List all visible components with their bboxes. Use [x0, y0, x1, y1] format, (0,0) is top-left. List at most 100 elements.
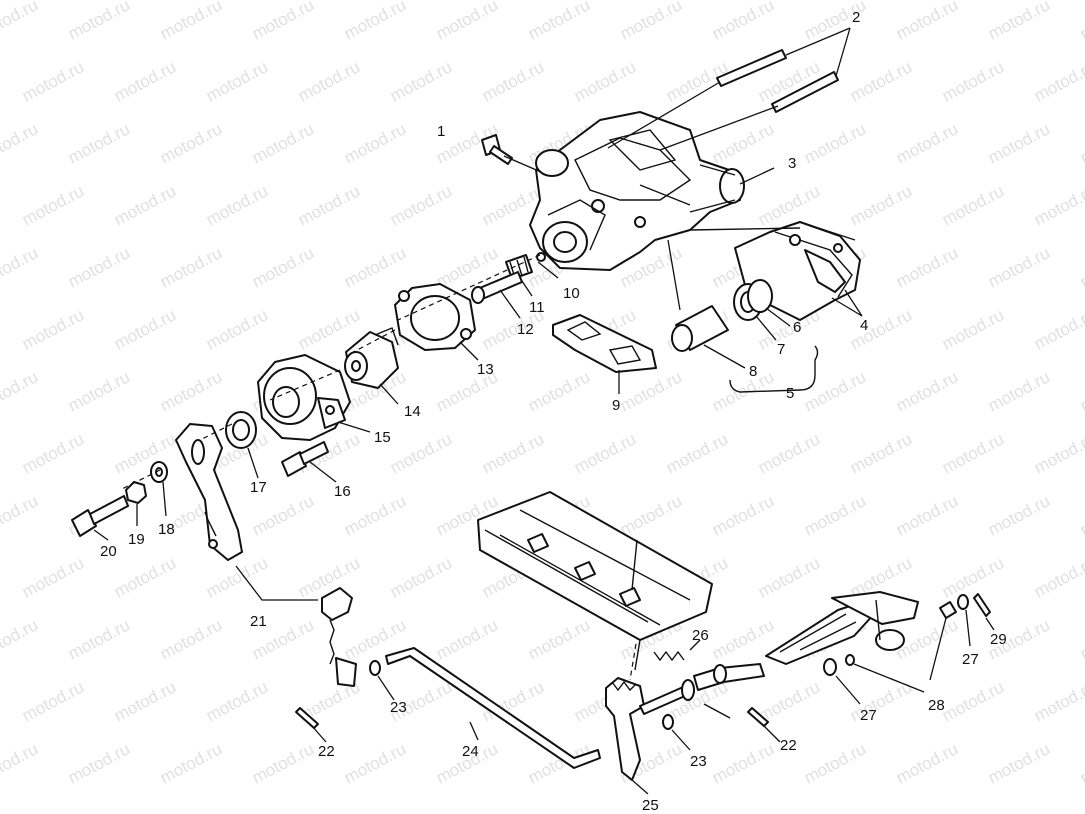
watermark-text: motod.ru: [1031, 305, 1085, 353]
watermark-layer: motod.ru motod.ru motod.ru motod.ru motod.ru…: [0, 0, 1085, 788]
callout-23-right: 23: [690, 753, 707, 770]
watermark-text: motod.ru: [847, 57, 915, 105]
watermark-text: motod.ru: [939, 305, 1007, 353]
watermark-text: motod.ru: [249, 491, 317, 539]
watermark-text: motod.ru: [19, 181, 87, 229]
callout-28: 28: [928, 697, 945, 714]
watermark-text: motod.ru: [801, 119, 869, 167]
watermark-text: motod.ru: [1077, 491, 1085, 539]
watermark-text: motod.ru: [111, 429, 179, 477]
watermark-text: motod.ru: [387, 429, 455, 477]
callout-2: 2: [852, 9, 860, 26]
watermark-text: motod.ru: [985, 0, 1053, 44]
callout-9: 9: [612, 397, 620, 414]
callout-10: 10: [563, 285, 580, 302]
watermark-text: motod.ru: [65, 0, 133, 44]
brake-pad: [552, 314, 657, 394]
watermark-text: motod.ru: [893, 243, 961, 291]
watermark-text: motod.ru: [985, 243, 1053, 291]
watermark-text: motod.ru: [341, 243, 409, 291]
watermark-text: motod.ru: [709, 119, 777, 167]
watermark-text: motod.ru: [111, 305, 179, 353]
watermark-text: motod.ru: [387, 181, 455, 229]
watermark-text: motod.ru: [1031, 677, 1085, 725]
watermark-text: motod.ru: [479, 57, 547, 105]
watermark-text: motod.ru: [19, 57, 87, 105]
callout-13: 13: [477, 361, 494, 378]
watermark-text: motod.ru: [65, 739, 133, 787]
callout-12: 12: [517, 321, 534, 338]
watermark-text: motod.ru: [801, 739, 869, 787]
callout-15: 15: [374, 429, 391, 446]
watermark-text: motod.ru: [801, 367, 869, 415]
watermark-text: motod.ru: [433, 615, 501, 663]
watermark-text: motod.ru: [203, 57, 271, 105]
watermark-text: motod.ru: [1077, 615, 1085, 663]
callout-17: 17: [250, 479, 267, 496]
watermark-text: motod.ru: [663, 429, 731, 477]
watermark-text: motod.ru: [985, 119, 1053, 167]
watermark-text: motod.ru: [0, 739, 41, 787]
watermark-text: motod.ru: [157, 739, 225, 787]
watermark-text: motod.ru: [709, 491, 777, 539]
watermark-text: motod.ru: [157, 615, 225, 663]
watermark-text: motod.ru: [203, 553, 271, 601]
watermark-text: motod.ru: [341, 119, 409, 167]
callout-6: 6: [793, 319, 801, 336]
watermark-text: motod.ru: [571, 429, 639, 477]
watermark-text: motod.ru: [709, 0, 777, 44]
watermark-text: motod.ru: [1077, 119, 1085, 167]
gasket: [394, 283, 479, 361]
watermark-text: motod.ru: [939, 57, 1007, 105]
spring-pin-set: [471, 252, 559, 319]
bolt-16: [281, 441, 337, 483]
callout-27-right: 27: [962, 651, 979, 668]
watermark-text: motod.ru: [1077, 739, 1085, 787]
callout-20: 20: [100, 543, 117, 560]
piston-assembly: [667, 239, 819, 393]
brake-pedal: [605, 677, 695, 795]
watermark-text: motod.ru: [111, 181, 179, 229]
seal-ring: [225, 411, 259, 479]
callout-27-left: 27: [860, 707, 877, 724]
return-spring: [653, 639, 701, 662]
callout-8: 8: [749, 363, 757, 380]
watermark-text: motod.ru: [341, 739, 409, 787]
callout-labels: 1 2 3 4 5 6 7 8 9 10 11 12 13 14 15 16 1…: [100, 9, 1007, 814]
washer-right: [662, 703, 781, 751]
callout-29: 29: [990, 631, 1007, 648]
watermark-text: motod.ru: [249, 739, 317, 787]
watermark-text: motod.ru: [249, 243, 317, 291]
watermark-text: motod.ru: [939, 429, 1007, 477]
watermark-text: motod.ru: [65, 615, 133, 663]
watermark-text: motod.ru: [847, 181, 915, 229]
watermark-text: motod.ru: [341, 0, 409, 44]
watermark-text: motod.ru: [65, 367, 133, 415]
watermark-text: motod.ru: [19, 553, 87, 601]
watermark-text: motod.ru: [801, 491, 869, 539]
watermark-text: motod.ru: [0, 0, 41, 44]
bolt-20: [71, 495, 129, 541]
watermark-text: motod.ru: [1077, 367, 1085, 415]
watermark-text: motod.ru: [65, 119, 133, 167]
watermark-text: motod.ru: [617, 491, 685, 539]
callout-11: 11: [529, 299, 545, 316]
watermark-text: motod.ru: [479, 429, 547, 477]
callout-4: 4: [860, 317, 868, 334]
bolt-small: [481, 134, 513, 165]
watermark-text: motod.ru: [295, 181, 363, 229]
callout-16: 16: [334, 483, 351, 500]
callout-5: 5: [786, 385, 794, 402]
watermark-text: motod.ru: [0, 367, 41, 415]
pins: [716, 49, 839, 113]
watermark-text: motod.ru: [0, 491, 41, 539]
assembly-centerlines: [119, 254, 637, 681]
watermark-text: motod.ru: [433, 0, 501, 44]
watermark-text: motod.ru: [985, 491, 1053, 539]
watermark-text: motod.ru: [249, 119, 317, 167]
watermark-text: motod.ru: [893, 119, 961, 167]
watermark-text: motod.ru: [525, 0, 593, 44]
watermark-text: motod.ru: [249, 0, 317, 44]
callout-3: 3: [788, 155, 796, 172]
